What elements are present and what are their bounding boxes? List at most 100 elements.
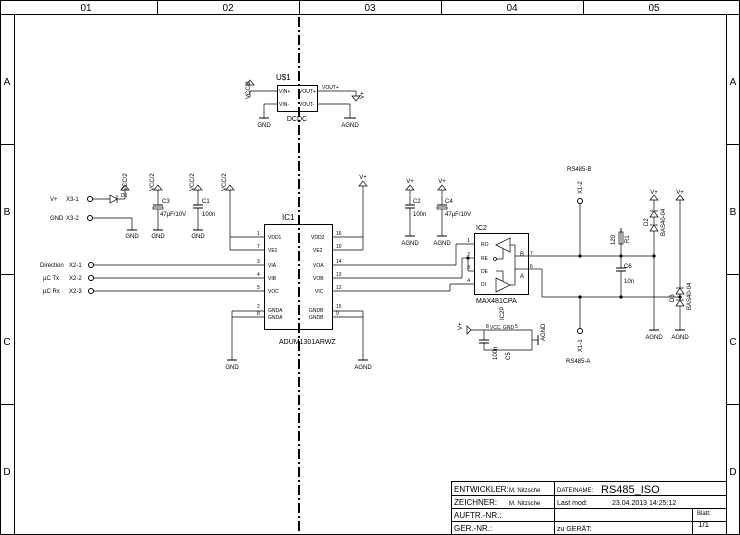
zugeraet-label: zu GERÄT: — [557, 525, 592, 533]
pin-number: 4 — [467, 278, 470, 284]
column-label: 05 — [648, 3, 660, 14]
net-label: V+ — [50, 197, 58, 203]
pin-name: B — [520, 252, 524, 258]
c2-ref: C2 — [413, 199, 421, 205]
vplus-supply-label: V+ — [360, 91, 366, 99]
pin-name: DE — [481, 269, 489, 275]
row-label: C — [3, 337, 10, 348]
connector-pin-label: X3-2 — [66, 216, 79, 222]
pin-number: 7 — [530, 251, 533, 257]
agnd-label: AGND — [354, 365, 372, 371]
d2-ref: D2 — [644, 218, 650, 226]
entwickler-value: M. Nitzsche — [509, 488, 541, 494]
vplus-supply-label: V+ — [406, 179, 414, 185]
pin-name: GNDA — [268, 308, 283, 314]
dcdc-pin: VIN- — [279, 102, 289, 108]
vcc-supply-label: VCC/2 — [190, 173, 196, 191]
blatt-label: Blatt: — [697, 511, 711, 517]
vplus-supply-label: V+ — [650, 190, 658, 196]
gnd-label: GND — [125, 234, 139, 240]
net-label: µC Tx — [43, 276, 59, 282]
pin-name: GNDB — [309, 308, 324, 314]
diode-d2: V+ D2 BAS40-04 AGND — [644, 190, 667, 341]
vplus-supply-label: V+ — [438, 179, 446, 185]
pin-name: GNDB — [309, 315, 324, 321]
rs485-a-pin: X1-1 — [578, 339, 584, 352]
row-label: A — [730, 77, 737, 88]
pin-number: 15 — [336, 304, 342, 310]
pin-number: 14 — [336, 259, 342, 265]
pin-name: VIA — [268, 263, 277, 269]
c5-ref: C5 — [506, 352, 512, 360]
pin-name: DI — [481, 282, 486, 288]
pin-number: 10 — [336, 244, 342, 250]
gnd-label: GND — [225, 365, 239, 371]
zeichner-label: ZEICHNER: — [454, 498, 497, 507]
vcc-supply-label: VCC/2 — [150, 173, 156, 191]
c3-ref: C3 — [162, 199, 170, 205]
ic2p-ref: IC2P — [500, 307, 506, 320]
row-label: A — [4, 77, 11, 88]
gnd-label: GND — [257, 123, 271, 129]
pin-number: 3 — [257, 259, 260, 265]
pin-number: 3 — [467, 265, 470, 271]
connector-pin-label: X3-1 — [66, 197, 79, 203]
vplus-supply-label: V+ — [458, 322, 464, 330]
capacitor-c4: V+ C4 47µF/10V AGND — [433, 179, 471, 247]
connector-x2: Direction X2-1 µC Tx X2-2 µC Rx X2-3 — [40, 262, 264, 295]
diode-d1: D1 VCC/2 — [109, 173, 130, 204]
vcc-supply-label: VCC/2 — [222, 173, 228, 191]
capacitor-c5: V+ 8 VCC GND 5 IC2P AGND 100n C5 — [458, 307, 547, 360]
column-label: 04 — [506, 3, 518, 14]
connector-pin-label: X2-1 — [69, 263, 82, 269]
row-label: B — [4, 207, 11, 218]
c2-value: 100n — [413, 212, 426, 218]
ic2p-vcc-pin: VCC — [490, 325, 501, 331]
pin-name: VOA — [313, 263, 324, 269]
ic1-name: ADUM1301ARWZ — [279, 339, 336, 346]
c4-ref: C4 — [445, 199, 453, 205]
connector-pad — [88, 275, 94, 281]
dcdc-pin: VOUT+ — [299, 89, 316, 95]
c6-ref: C6 — [624, 264, 632, 270]
pin-name: VIB — [268, 276, 277, 282]
vout-label: VOUT+ — [322, 85, 339, 91]
c6-value: 10n — [624, 279, 634, 285]
rs485-b-label: RS485-B — [567, 167, 591, 173]
column-label: 03 — [364, 3, 376, 14]
dcdc-ref: U$1 — [276, 73, 291, 82]
rs485-output-network: RS485-B X1-2 X1-1 RS485-A 120 R1 C6 10n — [529, 167, 680, 365]
ic2p-gnd-pin: GND — [503, 325, 515, 331]
pin-name: VDD1 — [268, 235, 282, 241]
connector-pin-label: X2-3 — [69, 289, 82, 295]
rs485-b-pin: X1-2 — [578, 181, 584, 194]
auftr-label: AUFTR.-NR.: — [454, 511, 502, 520]
ic2-ref: IC2 — [476, 225, 487, 232]
pin-name: RO — [481, 242, 489, 248]
row-labels: A B C D A B C D — [3, 77, 736, 478]
vcc-supply-label: VCC/2 — [246, 81, 252, 99]
d1-ref: D1 — [121, 193, 128, 199]
pin-number: 2 — [467, 252, 470, 258]
vcc-supply-label: VCC/2 — [123, 173, 129, 191]
column-label: 02 — [222, 3, 234, 14]
pin-number: 4 — [257, 272, 260, 278]
pin-name: VDD2 — [311, 235, 325, 241]
c5-pin: 5 — [515, 324, 518, 330]
capacitor-c3: VCC/2 C3 47µF/10V GND — [150, 173, 186, 240]
dcdc-pin: VIN+ — [279, 89, 290, 95]
rs485-a-pad — [577, 328, 583, 334]
dcdc-name: DCDC — [287, 116, 307, 123]
pin-number: 8 — [257, 311, 260, 317]
gnd-label: GND — [191, 234, 205, 240]
net-label: GND — [50, 216, 64, 222]
column-label: 01 — [80, 3, 92, 14]
ic1-isolator: IC1 ADUM1301ARWZ 1 VDD1 7 VE1 3 VIA 4 VI… — [225, 175, 474, 371]
connector-pad — [88, 262, 94, 268]
lastmod-value: 23.04.2013 14:25:12 — [612, 500, 676, 507]
vplus-supply-label: V+ — [676, 190, 684, 196]
dateiname-label: DATEINAME: — [557, 488, 594, 494]
row-label: C — [729, 337, 736, 348]
title-block: ENTWICKLER: M. Nitzsche ZEICHNER: M. Nit… — [451, 481, 727, 535]
